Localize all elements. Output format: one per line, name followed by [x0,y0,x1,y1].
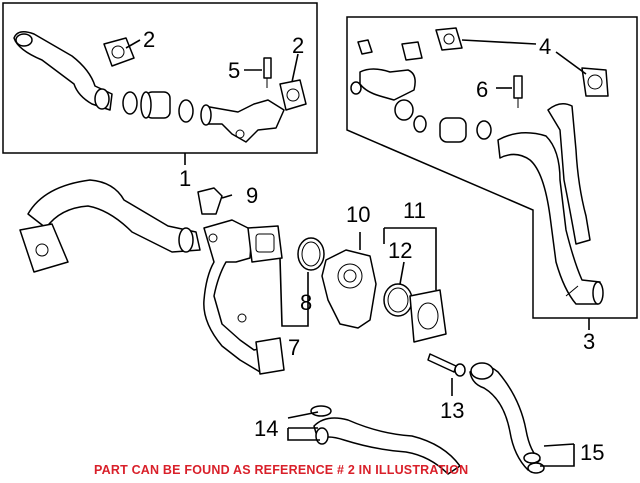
coupler-inset3 [439,117,467,143]
callout-12: 12 [388,238,412,263]
callout-8: 8 [300,290,312,315]
inset-box-3 [346,16,638,319]
callout-2: 2 [292,33,304,58]
gasket-4-left [435,27,463,51]
callout-6: 6 [476,77,488,102]
gasket-4-right [581,67,609,97]
flange-lower [255,337,285,375]
callout-2: 2 [143,27,155,52]
clamp [122,91,138,115]
flange-left [19,223,69,273]
valve-body-10 [321,249,377,329]
sensor-5 [263,57,272,79]
callout-3: 3 [583,329,595,354]
bolt-13 [427,353,457,373]
hose-14 [313,417,461,475]
callout-15: 15 [580,440,604,465]
callout-14: 14 [254,416,278,441]
pipe-main [27,179,201,253]
sensor-6 [513,75,523,99]
callout-9: 9 [246,183,258,208]
y-pipe [203,219,271,373]
gasket-2-top [103,37,135,67]
inset-box-1 [2,2,318,154]
flange-8-mount [247,225,283,263]
callout-11: 11 [403,198,426,223]
gasket-small [401,41,423,61]
callout-4: 4 [539,34,551,59]
callout-10: 10 [346,202,370,227]
pipe-upper-right [203,99,285,143]
callout-1: 1 [179,166,191,191]
pipe-inset3-left [359,68,416,101]
callout-13: 13 [440,398,464,423]
gasket-2-right [279,79,307,111]
pipe-upper-left [13,31,113,111]
callout-7: 7 [288,335,300,360]
callout-5: 5 [228,58,240,83]
sensor-9 [197,187,223,215]
clip-small [357,39,373,55]
flange-11 [409,289,447,343]
reference-note: PART CAN BE FOUND AS REFERENCE # 2 IN IL… [94,463,468,477]
